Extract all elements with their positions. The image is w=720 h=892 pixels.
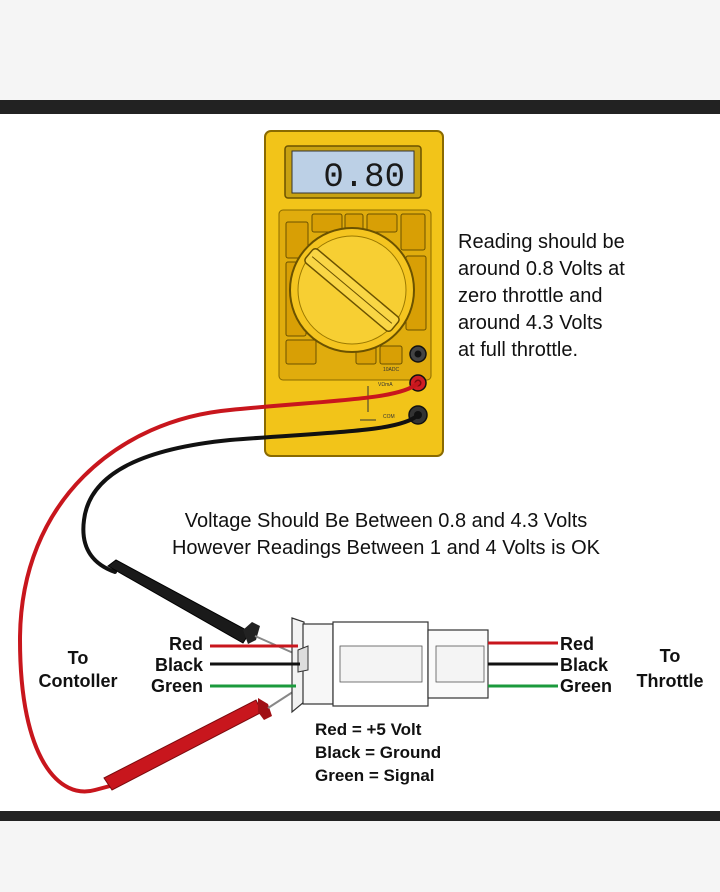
label-vohm: VΩmA <box>378 382 393 388</box>
red-lead-wire <box>17 381 420 794</box>
dial-pointer <box>304 247 400 333</box>
bottom-divider-bar <box>0 811 720 821</box>
lcd-reading: 0.80 <box>323 159 405 197</box>
left-wire-black: Black <box>155 655 204 675</box>
multimeter: 0.80 10ADC VΩmA COM <box>264 130 444 457</box>
note-line-5: at full throttle. <box>458 339 578 361</box>
left-labels: To Contoller Red Black Green <box>39 634 204 696</box>
lcd-screen <box>291 150 415 194</box>
black-lead-wire <box>81 413 420 574</box>
legend-red: Red = +5 Volt <box>315 720 422 739</box>
left-to: To <box>68 648 89 668</box>
left-destination: Contoller <box>39 671 118 691</box>
label-com: COM <box>383 414 395 420</box>
wire-color-legend: Red = +5 Volt Black = Ground Green = Sig… <box>315 720 441 785</box>
reading-note: Reading should be around 0.8 Volts at ze… <box>458 231 625 361</box>
range-line-1: Voltage Should Be Between 0.8 and 4.3 Vo… <box>185 510 588 532</box>
right-destination: Throttle <box>637 671 704 691</box>
left-wire-green: Green <box>151 676 203 696</box>
right-wire-green: Green <box>560 676 612 696</box>
right-wire-red: Red <box>560 634 594 654</box>
black-probe[interactable] <box>107 559 301 657</box>
note-line-2: around 0.8 Volts at <box>458 258 625 280</box>
range-line-2: However Readings Between 1 and 4 Volts i… <box>172 537 601 559</box>
note-line-4: around 4.3 Volts <box>458 312 603 334</box>
legend-green: Green = Signal <box>315 766 435 785</box>
left-wire-red: Red <box>169 634 203 654</box>
legend-black: Black = Ground <box>315 743 441 762</box>
red-probe[interactable] <box>103 685 303 791</box>
right-to: To <box>660 646 681 666</box>
note-line-1: Reading should be <box>458 231 625 253</box>
label-10a: 10ADC <box>383 367 400 373</box>
right-labels: Red Black Green To Throttle <box>560 634 704 696</box>
note-line-3: zero throttle and <box>458 285 603 307</box>
right-wire-black: Black <box>560 655 609 675</box>
voltage-range-note: Voltage Should Be Between 0.8 and 4.3 Vo… <box>172 510 601 559</box>
connector-assembly <box>291 617 489 714</box>
top-divider-bar <box>0 100 720 114</box>
